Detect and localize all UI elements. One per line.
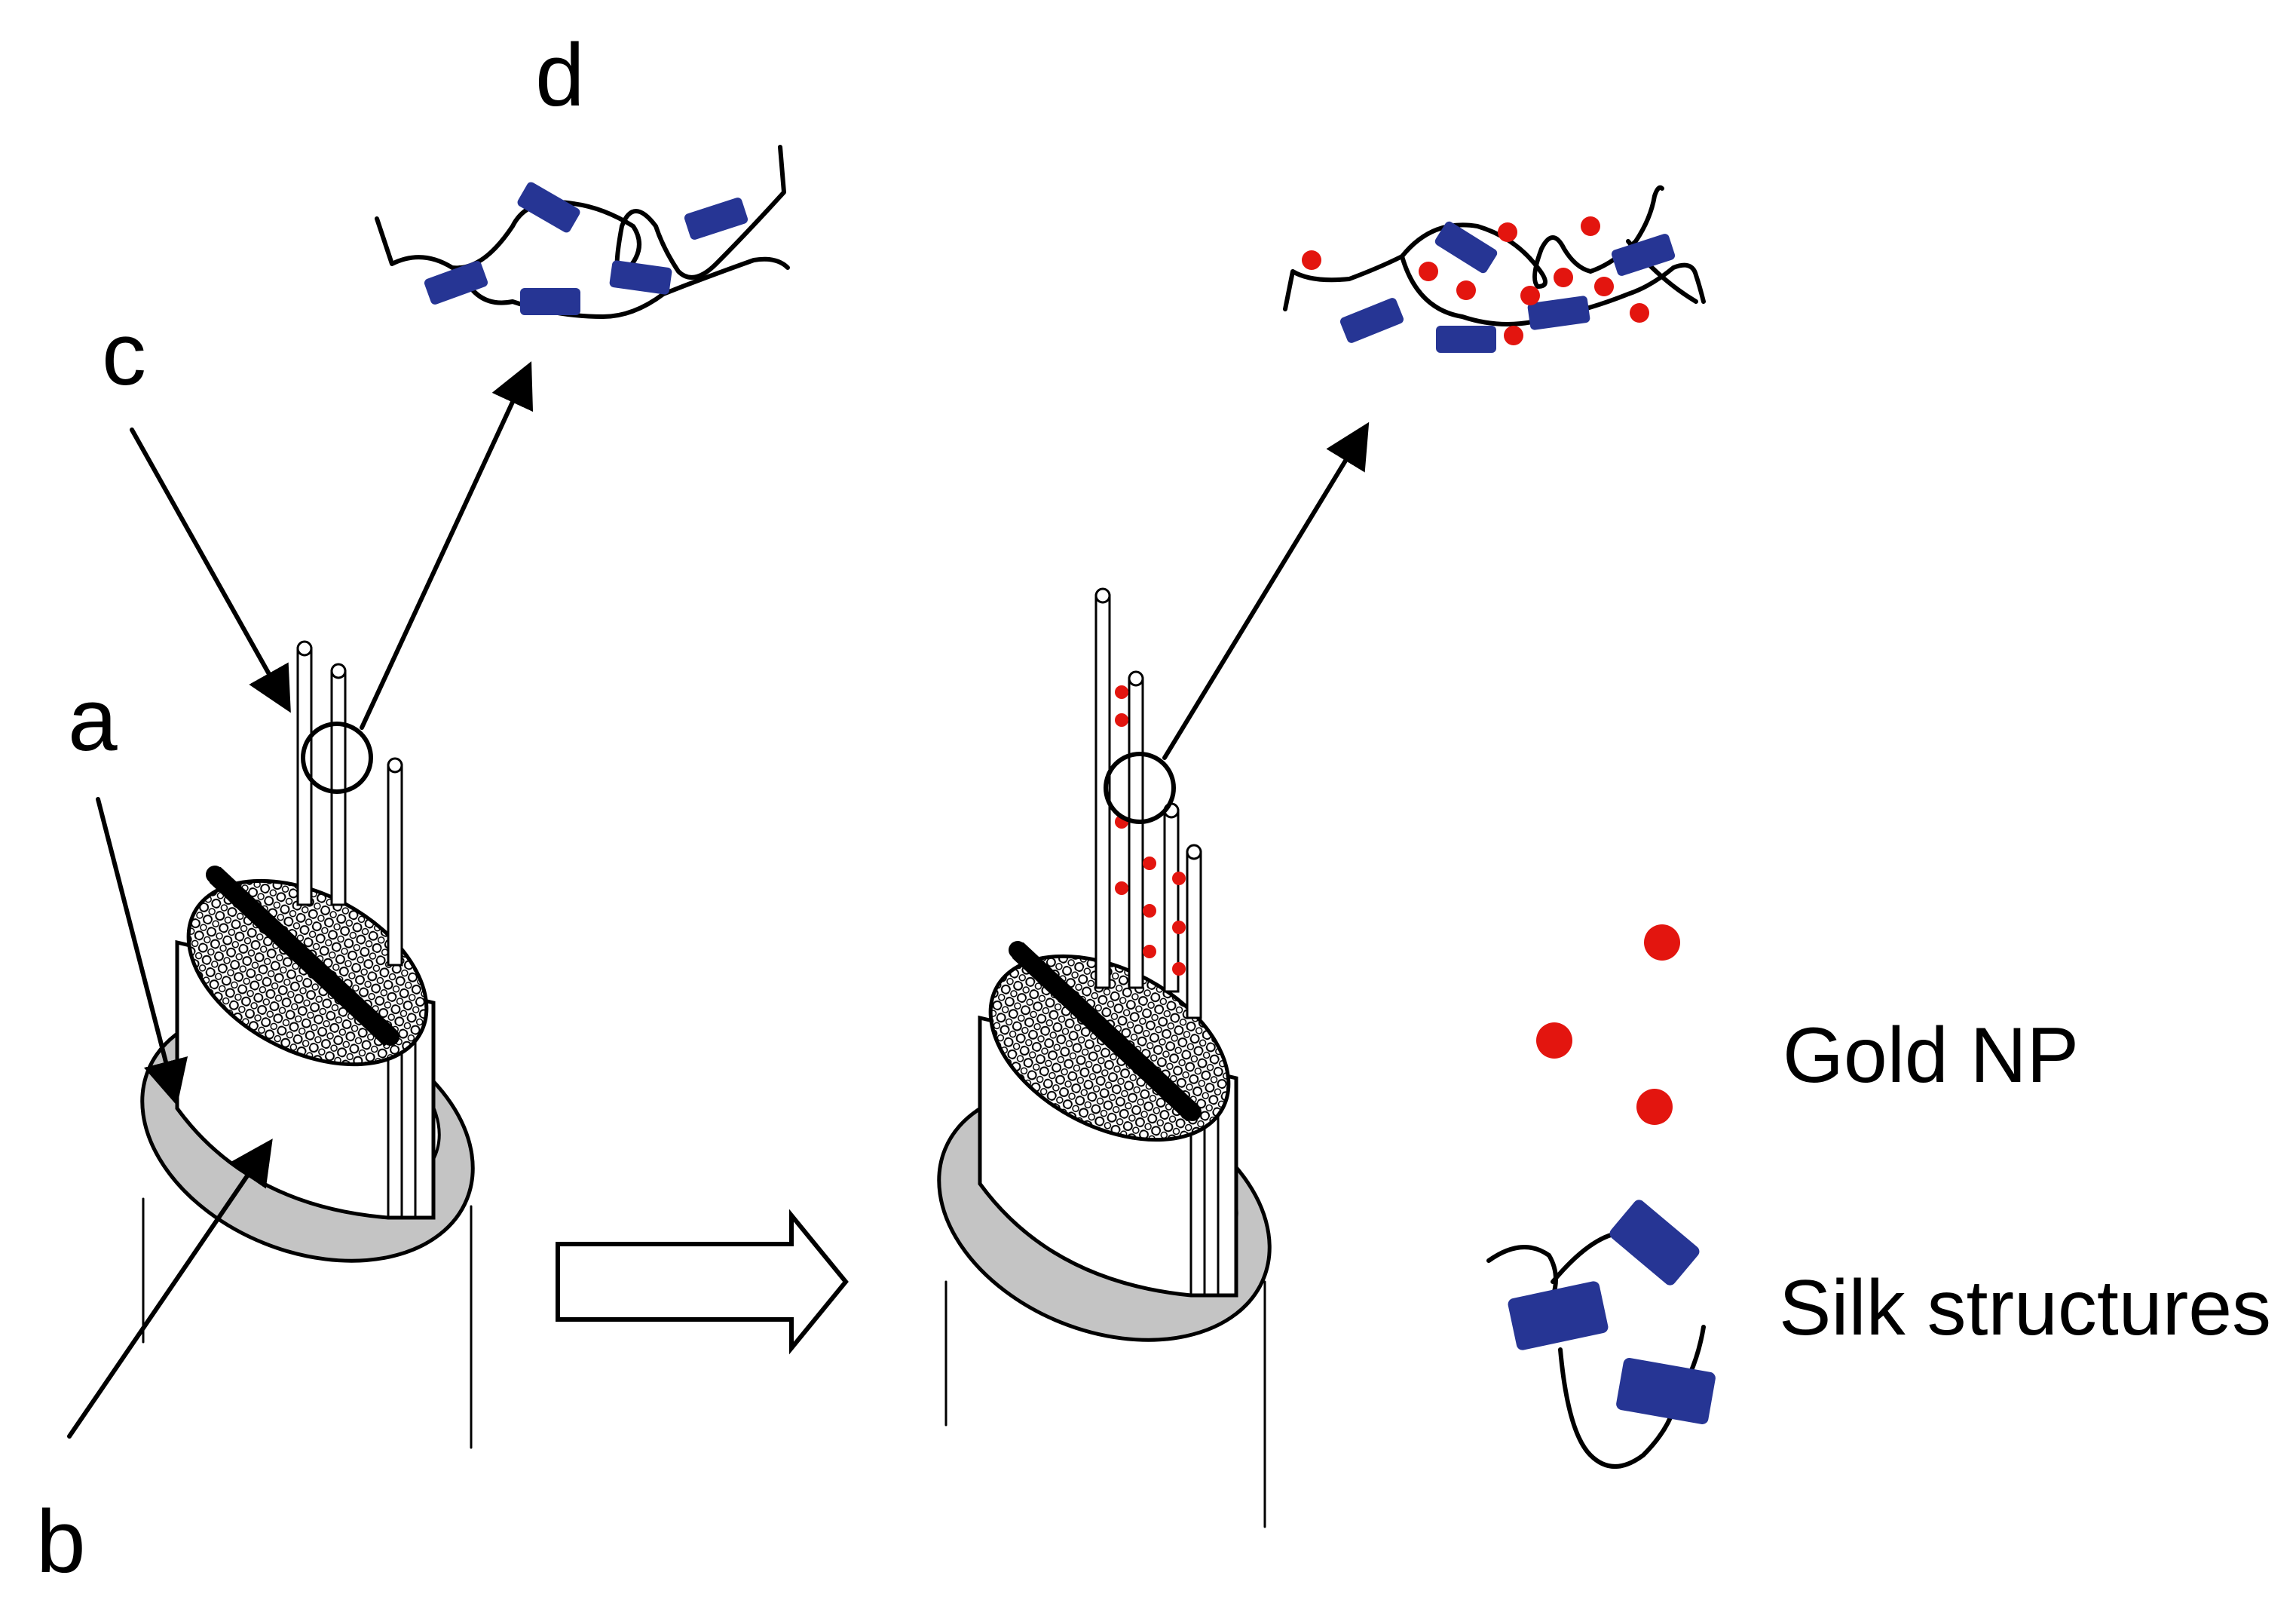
zoom-circle-right bbox=[1104, 752, 1176, 824]
silk-block bbox=[1436, 326, 1496, 353]
silk-block bbox=[1611, 234, 1676, 276]
silk-block bbox=[517, 182, 580, 233]
silk-block bbox=[1616, 1358, 1716, 1424]
silk-block bbox=[1434, 221, 1498, 274]
silk-block bbox=[684, 198, 748, 240]
legend: Gold NP Silk structures bbox=[1486, 924, 2271, 1469]
legend-silk-structures-label: Silk structures bbox=[1779, 1264, 2271, 1352]
fibril-gold-np-dots bbox=[1115, 685, 1186, 976]
silk-block bbox=[1527, 296, 1590, 330]
fiber-left bbox=[140, 640, 475, 1449]
silk-block bbox=[1508, 1281, 1609, 1350]
structure-gold-np-dots bbox=[1302, 216, 1649, 345]
legend-silk-icon bbox=[1486, 1200, 1716, 1469]
arrow-a bbox=[96, 797, 188, 1106]
fiber-right bbox=[937, 587, 1272, 1528]
zoom-circle-left bbox=[301, 722, 373, 794]
silk-structure-d bbox=[375, 145, 790, 319]
silk-block bbox=[520, 288, 580, 315]
legend-gold-np-label: Gold NP bbox=[1783, 1012, 2079, 1099]
arrow-d bbox=[360, 361, 534, 730]
label-b: b bbox=[36, 1492, 86, 1592]
label-a: a bbox=[68, 670, 118, 770]
legend-gold-np-icon bbox=[1536, 924, 1680, 1125]
silk-block bbox=[1339, 298, 1404, 343]
label-c: c bbox=[102, 305, 146, 404]
silk-block bbox=[609, 260, 672, 295]
arrow-b bbox=[67, 1139, 273, 1439]
label-d: d bbox=[535, 26, 585, 125]
fiber-right-fibrils bbox=[1094, 587, 1202, 1019]
silk-block bbox=[1609, 1200, 1700, 1286]
process-arrow-icon bbox=[556, 1209, 849, 1355]
silk-block bbox=[424, 261, 488, 305]
arrow-zoom-right bbox=[1162, 421, 1370, 760]
arrow-c bbox=[130, 428, 291, 713]
silk-structure-gold bbox=[1283, 185, 1706, 353]
